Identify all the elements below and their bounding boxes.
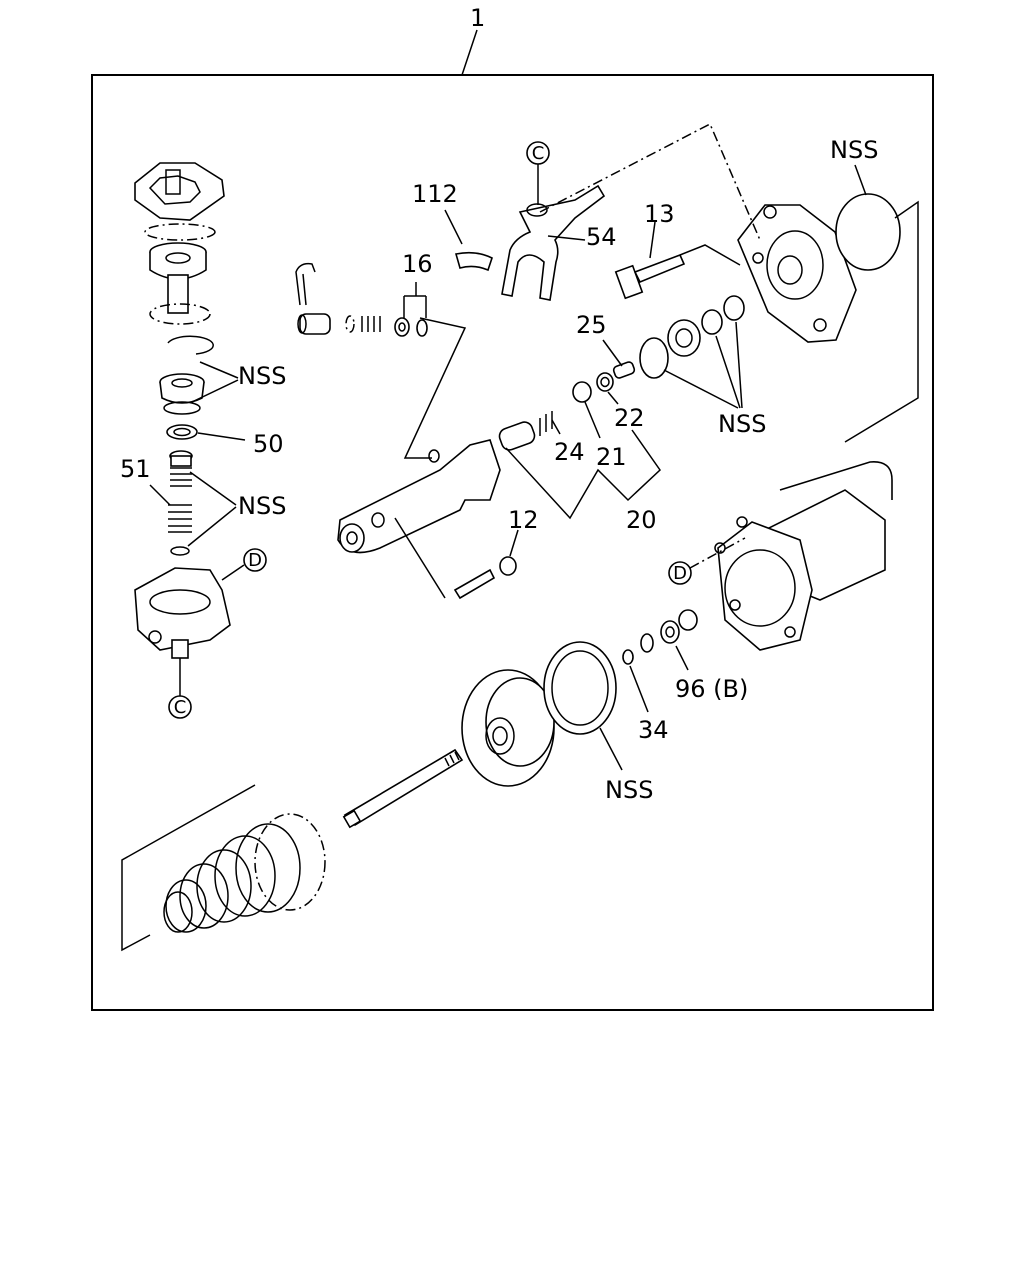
svg-text:C: C — [174, 697, 187, 718]
callout-112: 112 — [412, 180, 458, 208]
ref-c-bottom: C — [168, 658, 192, 719]
link-line-16 — [403, 317, 467, 459]
part-50-callout: 50 — [197, 430, 284, 458]
svg-text:D: D — [248, 550, 262, 571]
callout-nss-right-rings: NSS — [718, 410, 766, 438]
check-valve — [297, 313, 381, 335]
callout-24: 24 — [554, 438, 585, 466]
callout-nss-top-right: NSS — [830, 136, 878, 164]
ref-c-top: C — [526, 141, 550, 205]
valve-spool-20 — [498, 361, 636, 451]
part-21-callout: 21 — [584, 401, 627, 471]
part-24-callout: 24 — [551, 419, 585, 466]
power-cylinder — [714, 461, 893, 651]
callout-96b: 96 (B) — [675, 675, 748, 703]
clip-112: 112 — [412, 180, 493, 272]
washers-16: 16 — [394, 250, 433, 337]
seal-ring-nss: NSS — [543, 641, 653, 804]
bracket-right-upper — [844, 200, 919, 443]
valve-body — [337, 439, 501, 554]
bracket-lower-left — [121, 784, 256, 952]
callout-12: 12 — [508, 506, 539, 534]
end-cover-housing — [737, 204, 857, 343]
lower-housing — [134, 567, 231, 659]
callout-34: 34 — [638, 716, 669, 744]
piston-seal-cup — [159, 373, 205, 415]
callout-50: 50 — [253, 430, 284, 458]
assembly-leader — [461, 29, 478, 76]
yoke-54: 54 — [501, 184, 617, 301]
ref-d-right: D — [668, 537, 746, 585]
sensor-13: 13 — [614, 200, 686, 300]
nss-right-rings-callout: NSS — [663, 321, 766, 438]
link-line-12 — [394, 517, 446, 599]
callout-20: 20 — [626, 506, 657, 534]
callout-13: 13 — [644, 200, 675, 228]
bent-tube — [295, 262, 316, 306]
callout-assembly: 1 — [470, 4, 485, 32]
sensor-link — [679, 244, 741, 266]
center-line-c — [539, 122, 761, 241]
seal-rings-right — [639, 295, 745, 379]
callout-nss-middle-left: NSS — [238, 492, 286, 520]
svg-text:C: C — [532, 143, 545, 164]
part-22-callout: 22 — [607, 391, 645, 432]
ref-d-left: D — [221, 548, 267, 581]
top-housing — [134, 162, 225, 241]
valve-51 — [168, 450, 193, 556]
piston-disc — [461, 669, 555, 787]
svg-text:D: D — [673, 563, 687, 584]
callout-51: 51 — [120, 455, 151, 483]
part-51-callout: 51 — [120, 455, 171, 506]
gasket-nss: NSS — [830, 136, 901, 271]
callout-54: 54 — [586, 223, 617, 251]
assembly-frame — [91, 74, 934, 1011]
push-rod — [342, 748, 464, 829]
callout-22: 22 — [614, 404, 645, 432]
callout-16: 16 — [402, 250, 433, 278]
snap-ring — [167, 335, 214, 355]
piston-head — [149, 242, 211, 325]
callout-25: 25 — [576, 311, 607, 339]
nss-upper-left-callout: NSS — [191, 361, 286, 403]
seal-ring-50 — [166, 424, 198, 440]
callout-21: 21 — [596, 443, 627, 471]
nss-middle-left-callout: NSS — [187, 471, 286, 547]
part-25-callout: 25 — [576, 311, 623, 367]
callout-nss-bottom: NSS — [605, 776, 653, 804]
callout-nss-upper-left: NSS — [238, 362, 286, 390]
nut-washer-set: 96 (B) 34 — [622, 609, 748, 744]
grease-fitting-12: 12 — [453, 506, 539, 600]
return-spring — [163, 813, 326, 933]
part-20-callout: 20 — [505, 429, 661, 534]
